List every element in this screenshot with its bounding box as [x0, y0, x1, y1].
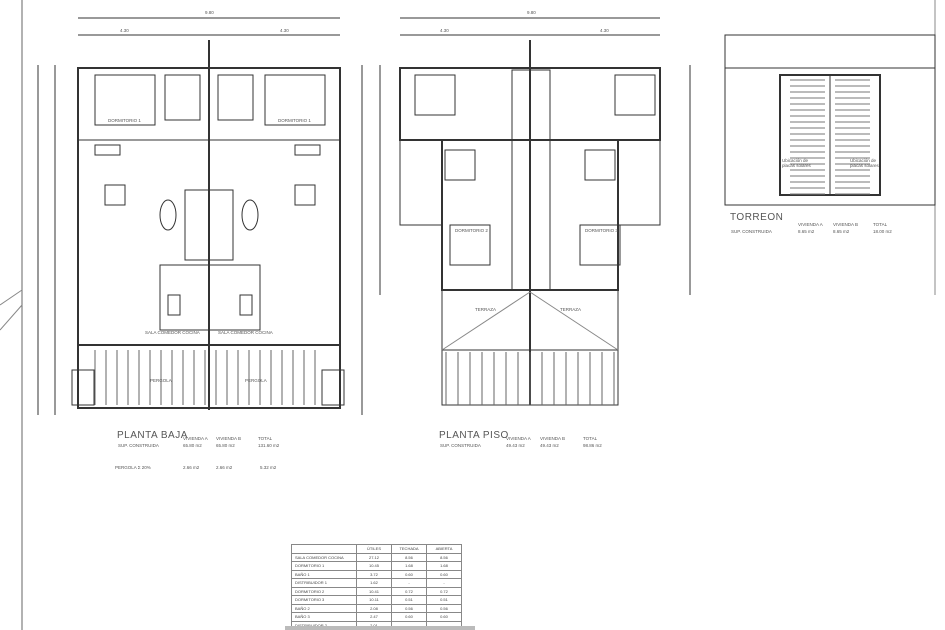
table-cell: 2.47 — [356, 612, 392, 622]
planta-baja-title: PLANTA BAJA — [117, 430, 188, 441]
header: TOTAL — [873, 222, 888, 227]
room-label: TERRAZA — [475, 307, 497, 312]
table-cell: BAÑO 1 — [291, 569, 357, 579]
table-cell: 10.41 — [356, 586, 392, 596]
table-cell: 0.60 — [426, 569, 462, 579]
room-label: PERGOLA — [150, 378, 172, 383]
value: 98.86 m2 — [583, 443, 602, 448]
torreon-title: TORREON — [730, 212, 784, 223]
table-cell: BAÑO 2 — [291, 603, 357, 613]
dimension-part: 4.30 — [600, 28, 609, 33]
room-label: TERRAZA — [560, 307, 582, 312]
table-cell: 10.45 — [356, 561, 392, 571]
sup-label: SUP. CONSTRUIDA — [731, 229, 772, 234]
table-cell: 8.56 — [426, 552, 462, 562]
header: VIVIENDA A — [506, 436, 531, 441]
table-cell: 1.68 — [391, 561, 427, 571]
room-label: DORMITORIO 2 — [455, 228, 488, 233]
table-cell: 8.56 — [391, 552, 427, 562]
torreon-plan — [724, 34, 936, 206]
room-label: DORMITORIO 1 — [278, 118, 311, 123]
table-cell: 0.56 — [391, 603, 427, 613]
header: TOTAL — [258, 436, 273, 441]
value: 49.43 m2 — [506, 443, 525, 448]
table-cell: 0.56 — [426, 603, 462, 613]
value: 2.66 m2 — [183, 465, 200, 470]
table-cell — [291, 544, 357, 554]
dimension-top-total: 9.80 — [205, 10, 214, 15]
value: 18.00 m2 — [873, 229, 892, 234]
table-cell: 0.60 — [391, 612, 427, 622]
planta-baja-plan — [37, 17, 363, 415]
room-label: PERGOLA — [245, 378, 267, 383]
table-cell: SALA COMEDOR COCINA — [291, 552, 357, 562]
header: VIVIENDA B — [833, 222, 859, 227]
value: 49.43 m2 — [540, 443, 559, 448]
planta-piso-plan — [379, 17, 691, 406]
sup-label: SUP. CONSTRUIDA — [440, 443, 481, 448]
header: VIVIENDA A — [183, 436, 208, 441]
room-label: SALA COMEDOR COCINA — [145, 330, 200, 335]
room-label: SALA COMEDOR COCINA — [218, 330, 273, 335]
table-cell: DISTRIBUIDOR 1 — [291, 578, 357, 588]
dimension-part: 4.30 — [440, 28, 449, 33]
dimension-top-total-piso: 9.80 — [527, 10, 536, 15]
table-cell: 2.08 — [356, 603, 392, 613]
header: VIVIENDA A — [798, 222, 823, 227]
table-cell: DORMITORIO 1 — [291, 561, 357, 571]
header: VIVIENDA B — [540, 436, 566, 441]
torreon-note: Ubicación de placas solares — [782, 158, 811, 168]
pergola-label: PERGOLA Σ 20% — [115, 465, 151, 470]
table-cell: BAÑO 3 — [291, 612, 357, 622]
table-cell: - — [391, 578, 427, 588]
table-cell: 0.60 — [391, 569, 427, 579]
table-cell: 0.60 — [426, 612, 462, 622]
table-cell: ÚTILES — [356, 544, 392, 554]
table-cell: 1.62 — [356, 578, 392, 588]
table-cell: 10.11 — [356, 595, 392, 605]
value: 5.32 m2 — [260, 465, 277, 470]
planta-piso-title: PLANTA PISO — [439, 430, 509, 441]
value: 65.80 m2 — [216, 443, 235, 448]
value: 65.80 m2 — [183, 443, 202, 448]
header: TOTAL — [583, 436, 598, 441]
table-cell: 0.51 — [426, 595, 462, 605]
table-cell: DORMITORIO 2 — [291, 586, 357, 596]
table-cell: 0.72 — [391, 586, 427, 596]
bottom-bar — [285, 626, 475, 630]
dimension-part: 4.30 — [280, 28, 289, 33]
value: 2.66 m2 — [216, 465, 233, 470]
sheet-diagonal — [0, 289, 23, 306]
room-label: DORMITORIO 3 — [585, 228, 618, 233]
dimension-part: 4.30 — [120, 28, 129, 33]
table-cell: ABIERTA — [426, 544, 462, 554]
table-cell: 0.51 — [391, 595, 427, 605]
header: VIVIENDA B — [216, 436, 242, 441]
table-cell: DORMITORIO 3 — [291, 595, 357, 605]
table-cell: - — [426, 578, 462, 588]
value: 8.65 m2 — [833, 229, 850, 234]
table-cell: TECHADA — [391, 544, 427, 554]
table-cell: 1.68 — [426, 561, 462, 571]
room-label: DORMITORIO 1 — [108, 118, 141, 123]
torreon-note: Ubicación de placas solares — [850, 158, 879, 168]
sup-label: SUP. CONSTRUIDA — [118, 443, 159, 448]
table-cell: 27.12 — [356, 552, 392, 562]
table-cell: 3.72 — [356, 569, 392, 579]
table-cell: 0.72 — [426, 586, 462, 596]
value: 8.65 m2 — [798, 229, 815, 234]
value: 131.60 m2 — [258, 443, 280, 448]
